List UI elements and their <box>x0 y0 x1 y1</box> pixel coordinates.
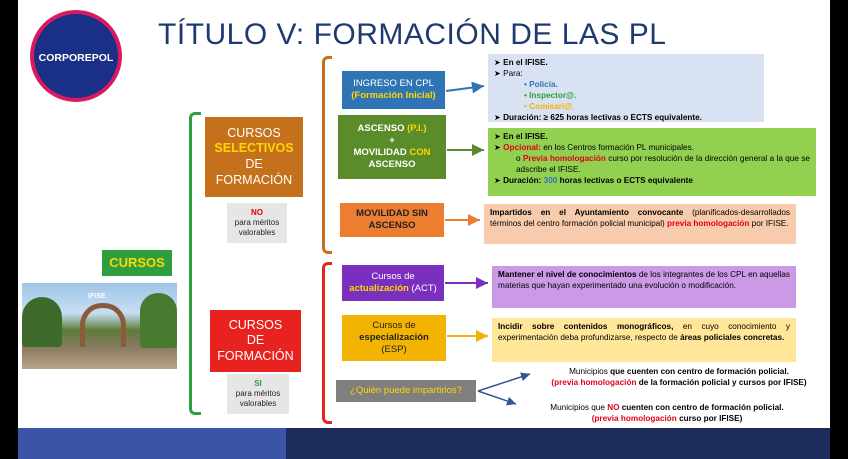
arrow-quien-2 <box>478 391 516 404</box>
arrow-ingreso <box>446 86 484 91</box>
arrows-layer <box>18 0 830 459</box>
slide: CORPOREPOL TÍTULO V: FORMACIÓN DE LAS PL… <box>18 0 830 459</box>
arrow-quien-1 <box>478 374 530 391</box>
bottom-bar <box>18 428 830 459</box>
